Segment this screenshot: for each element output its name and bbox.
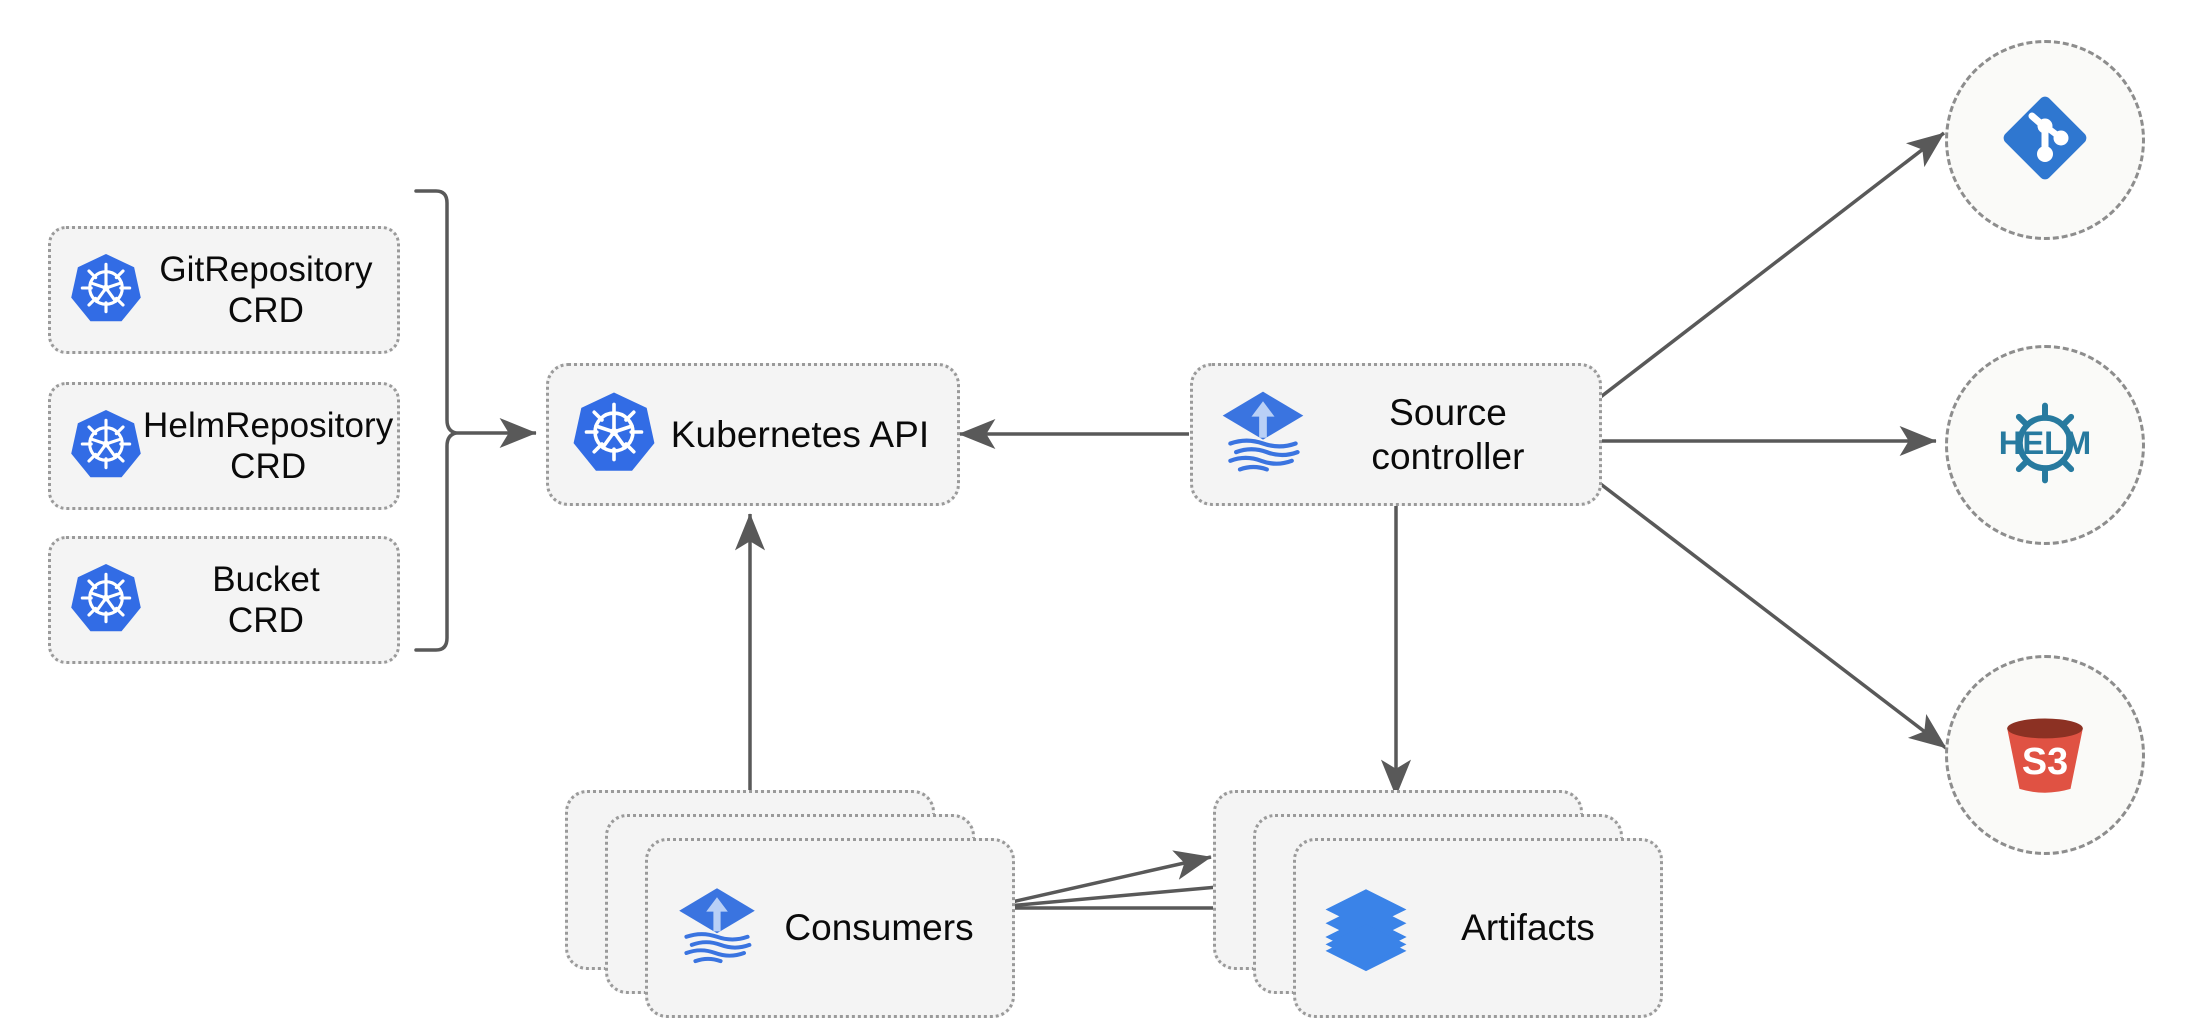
- s3-wordmark: S3: [2022, 740, 2068, 782]
- node-kubernetes-api[interactable]: Kubernetes API: [546, 363, 960, 506]
- flux-icon: [1215, 384, 1311, 485]
- kubernetes-icon: [571, 389, 657, 480]
- artifacts-card-front[interactable]: Artifacts: [1293, 838, 1663, 1018]
- kubernetes-icon: [69, 251, 143, 330]
- endpoint-helm[interactable]: HELM: [1945, 345, 2145, 545]
- endpoint-git[interactable]: [1945, 40, 2145, 240]
- node-label: Consumers: [784, 907, 974, 948]
- crd-group-brace: [414, 189, 457, 652]
- flux-icon: [672, 881, 762, 976]
- edge-source-controller-to-s3: [1596, 480, 1948, 750]
- edge-consumers-to-artifacts-1: [984, 850, 1212, 910]
- edge-consumers-to-artifacts-2: [984, 872, 1252, 910]
- helm-icon: HELM: [1989, 393, 2101, 498]
- kubernetes-icon: [69, 407, 143, 486]
- consumers-card-front[interactable]: Consumers: [645, 838, 1015, 1018]
- helm-wordmark: HELM: [1999, 424, 2092, 461]
- endpoint-s3[interactable]: S3: [1945, 655, 2145, 855]
- node-label: Kubernetes API: [670, 413, 930, 455]
- s3-icon: S3: [1993, 703, 2097, 808]
- kubernetes-icon: [69, 561, 143, 640]
- layers-icon: [1320, 880, 1412, 977]
- node-label: Artifacts: [1461, 907, 1595, 948]
- git-icon: [1995, 88, 2095, 193]
- edge-source-controller-to-git: [1596, 131, 1946, 401]
